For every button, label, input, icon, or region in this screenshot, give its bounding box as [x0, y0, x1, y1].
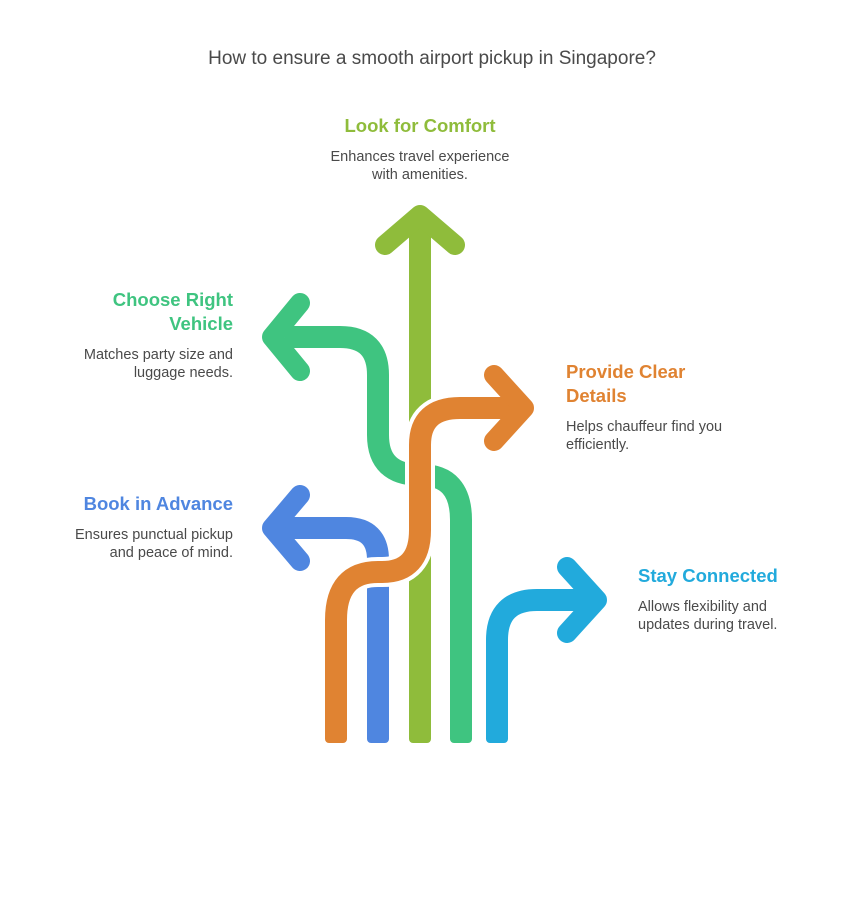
- vehicle-label: Choose Right Vehicle Matches party size …: [40, 288, 233, 382]
- advance-desc-line2: and peace of mind.: [109, 545, 233, 561]
- vehicle-arrow-shaft: [285, 326, 472, 735]
- details-title-line1: Provide Clear: [566, 361, 686, 382]
- details-desc-line1: Helps chauffeur find you: [566, 419, 723, 435]
- comfort-desc-line1: Enhances travel experience: [330, 149, 510, 165]
- vehicle-desc-line1: Matches party size and: [83, 347, 233, 363]
- vehicle-description: Matches party size and luggage needs.: [40, 346, 233, 382]
- comfort-desc-line2: with amenities.: [372, 167, 468, 183]
- details-description: Helps chauffeur find you efficiently.: [566, 418, 806, 454]
- connected-arrow-head: [557, 557, 607, 643]
- vehicle-arrow-head: [262, 293, 310, 381]
- vehicle-arrow: [262, 293, 472, 735]
- comfort-arrow-head: [375, 205, 465, 255]
- vehicle-title-line2: Vehicle: [169, 313, 233, 334]
- vehicle-title: Choose Right Vehicle: [40, 288, 233, 336]
- advance-title: Book in Advance: [83, 493, 233, 514]
- advance-description: Ensures punctual pickup and peace of min…: [30, 526, 233, 562]
- vehicle-title-line1: Choose Right: [112, 289, 233, 310]
- details-title-line2: Details: [566, 385, 627, 406]
- comfort-title: Look for Comfort: [344, 115, 496, 136]
- advance-label: Book in Advance Ensures punctual pickup …: [30, 492, 233, 562]
- comfort-label: Look for Comfort Enhances travel experie…: [300, 114, 540, 184]
- connected-desc-line2: updates during travel.: [638, 617, 778, 633]
- details-arrow-shaft: [325, 397, 520, 735]
- connected-label: Stay Connected Allows flexibility and up…: [638, 564, 838, 634]
- connected-desc-line1: Allows flexibility and: [638, 599, 767, 615]
- connected-title: Stay Connected: [638, 565, 778, 586]
- details-label: Provide Clear Details Helps chauffeur fi…: [566, 360, 806, 454]
- details-arrow: [321, 365, 534, 735]
- details-desc-line2: efficiently.: [566, 437, 630, 453]
- vehicle-desc-line2: luggage needs.: [133, 365, 233, 381]
- advance-arrow-head: [262, 485, 310, 571]
- connected-description: Allows flexibility and updates during tr…: [638, 598, 838, 634]
- shaft-bottoms: [325, 725, 508, 743]
- page-title: How to ensure a smooth airport pickup in…: [208, 48, 656, 69]
- connected-arrow: [486, 557, 607, 735]
- comfort-description: Enhances travel experience with amenitie…: [300, 148, 540, 184]
- advance-desc-line1: Ensures punctual pickup: [75, 527, 233, 543]
- connected-arrow-shaft: [486, 589, 590, 735]
- details-arrow-head: [484, 365, 534, 451]
- details-title: Provide Clear Details: [566, 360, 806, 408]
